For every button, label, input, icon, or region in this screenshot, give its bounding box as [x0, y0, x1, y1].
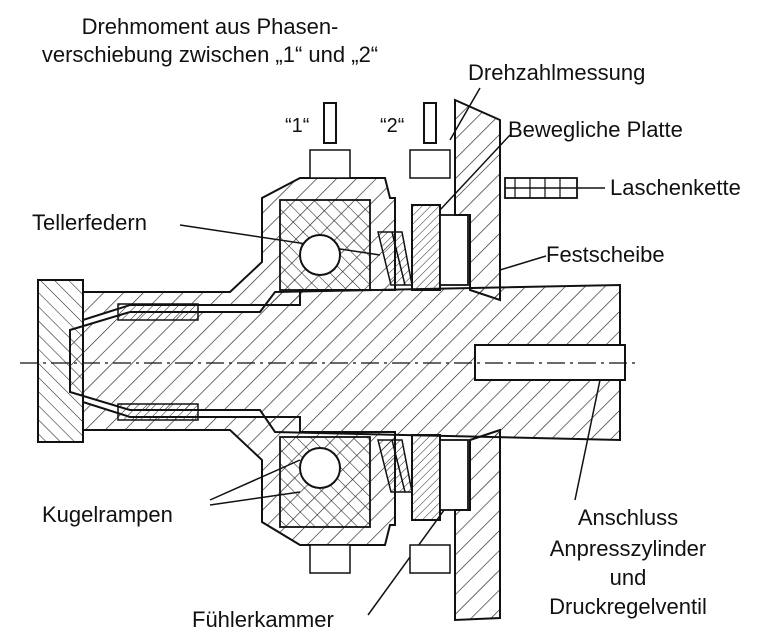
connection-label-line2: Anpresszylinder [550, 536, 707, 561]
connection-label-line1: Anschluss [578, 505, 678, 530]
sensor-2 [423, 102, 437, 144]
torque-label-line1: Drehmoment aus Phasen- [82, 14, 339, 39]
sensor-chamber-upper [439, 214, 469, 286]
disc-springs-label: Tellerfedern [32, 210, 147, 235]
ball-ramp-upper [279, 199, 371, 291]
sensor-ring-1-bottom [309, 544, 351, 574]
sensor-ring-2-bottom [409, 544, 451, 574]
ball-ramp-lower [279, 436, 371, 528]
label-group: Drehmoment aus Phasen- verschiebung zwis… [32, 14, 741, 632]
connection-label-line4: Druckregelventil [549, 594, 707, 619]
chain-label: Laschenkette [610, 175, 741, 200]
leader-fixed-disc [499, 255, 547, 271]
chain-link [504, 177, 578, 199]
sensor-1-label: “1“ [285, 115, 309, 137]
connection-label-line3: und [610, 565, 647, 590]
movable-plate-label: Bewegliche Platte [508, 117, 683, 142]
fixed-disc-label: Festscheibe [546, 242, 665, 267]
needle-bearing-lower [117, 403, 199, 421]
sensor-ring-1-top [309, 149, 351, 179]
movable-plate-upper [411, 204, 441, 291]
fixed-disc-upper [454, 98, 501, 302]
needle-bearing-upper [117, 303, 199, 321]
ball-ramps-label: Kugelrampen [42, 502, 173, 527]
sensor-ring-2-top [409, 149, 451, 179]
movable-plate-lower [411, 434, 441, 521]
fixed-disc-lower [454, 428, 501, 622]
sensor-1 [323, 102, 337, 144]
sensor-2-label: “2“ [380, 115, 404, 137]
torque-label-line2: verschiebung zwischen „1“ und „2“ [42, 42, 378, 67]
sensor-chamber-label: Fühlerkammer [192, 607, 334, 632]
sensor-chamber-lower [439, 439, 469, 511]
speed-measurement-label: Drehzahlmessung [468, 60, 645, 85]
